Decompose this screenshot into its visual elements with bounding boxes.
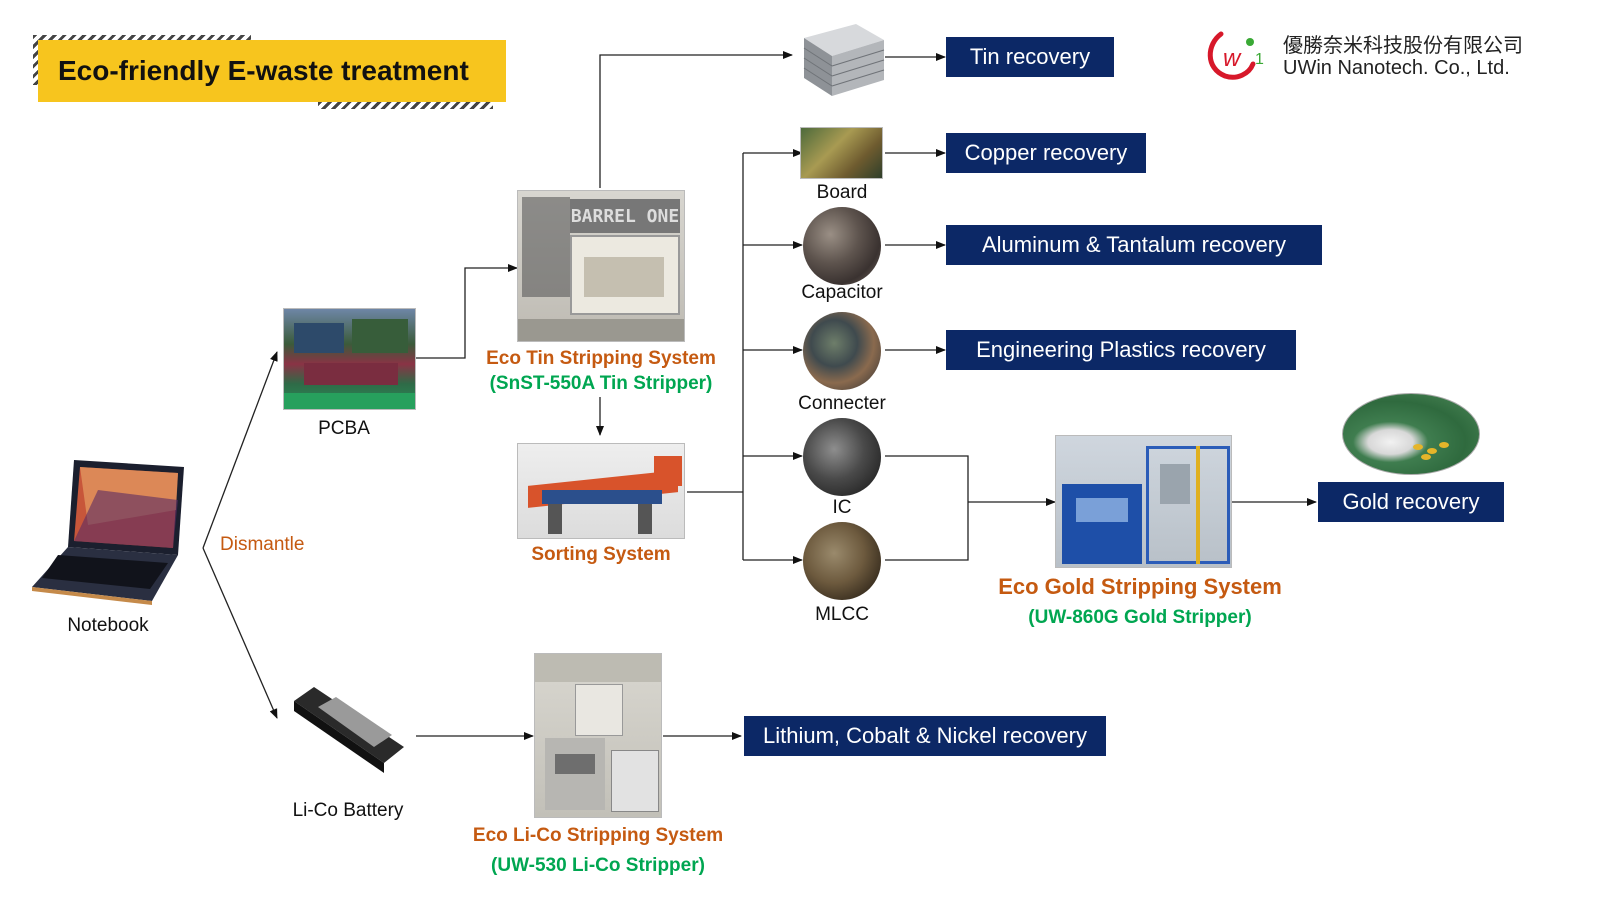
sorting-image	[517, 443, 685, 539]
copper-recovery-box: Copper recovery	[946, 133, 1146, 173]
tin-stripper-image: BARREL ONE	[517, 190, 685, 342]
company-name-en: UWin Nanotech. Co., Ltd.	[1283, 57, 1510, 79]
gold-system-name: Eco Gold Stripping System	[998, 574, 1282, 599]
gold-recovery-box: Gold recovery	[1318, 482, 1504, 522]
notebook-image	[32, 460, 184, 605]
battery-label: Li-Co Battery	[292, 800, 404, 821]
board-image	[800, 127, 883, 179]
gold-product-image	[1342, 393, 1480, 475]
tin-recovery-box: Tin recovery	[946, 37, 1114, 77]
connecter-label: Connecter	[798, 393, 886, 414]
logo-number: 1	[1255, 51, 1264, 68]
ic-image	[803, 418, 881, 496]
pcba-label: PCBA	[318, 418, 370, 439]
gold-system-model: (UW-860G Gold Stripper)	[1028, 607, 1252, 628]
connecter-image	[803, 312, 881, 390]
ic-label: IC	[832, 497, 852, 518]
lico-system-name: Eco Li-Co Stripping System	[472, 825, 724, 846]
machine-sign: BARREL ONE	[570, 199, 680, 233]
mlcc-image	[803, 522, 881, 600]
lico-stripper-image	[534, 653, 662, 818]
battery-image	[294, 687, 404, 773]
page-title-text: Eco-friendly E-waste treatment	[58, 55, 469, 86]
tin-system-name: Eco Tin Stripping System	[486, 348, 716, 369]
title-hatch-top	[33, 35, 251, 42]
dismantle-label: Dismantle	[220, 534, 305, 555]
notebook-label: Notebook	[67, 615, 149, 636]
ic-to-gold-line	[885, 455, 969, 561]
lithium-recovery-box: Lithium, Cobalt & Nickel recovery	[744, 716, 1106, 756]
logo-letter: w	[1223, 45, 1242, 72]
capacitor-image	[803, 207, 881, 285]
company-logo-icon: w 1	[1207, 31, 1264, 80]
page-title: Eco-friendly E-waste treatment	[38, 40, 506, 102]
tin-system-model: (SnST-550A Tin Stripper)	[489, 373, 713, 394]
arrow-to-battery	[202, 547, 278, 719]
pcba-image	[283, 308, 416, 410]
plastics-recovery-box: Engineering Plastics recovery	[946, 330, 1296, 370]
arrow-to-pcba	[202, 351, 278, 549]
arrow-pcba-to-tin	[416, 264, 518, 359]
sorting-system-name: Sorting System	[531, 544, 671, 565]
mlcc-label: MLCC	[815, 604, 869, 625]
arrow-tin-to-ingot	[599, 51, 793, 188]
aluminum-tantalum-recovery-box: Aluminum & Tantalum recovery	[946, 225, 1322, 265]
title-hatch-bottom	[318, 102, 493, 109]
lico-system-model: (UW-530 Li-Co Stripper)	[491, 855, 705, 876]
capacitor-label: Capacitor	[801, 282, 883, 303]
company-name-zh: 優勝奈米科技股份有限公司	[1283, 35, 1523, 57]
tin-ingot-image	[803, 24, 885, 96]
board-label: Board	[816, 182, 868, 203]
title-hatch-left	[33, 35, 39, 85]
gold-stripper-image	[1055, 435, 1232, 568]
